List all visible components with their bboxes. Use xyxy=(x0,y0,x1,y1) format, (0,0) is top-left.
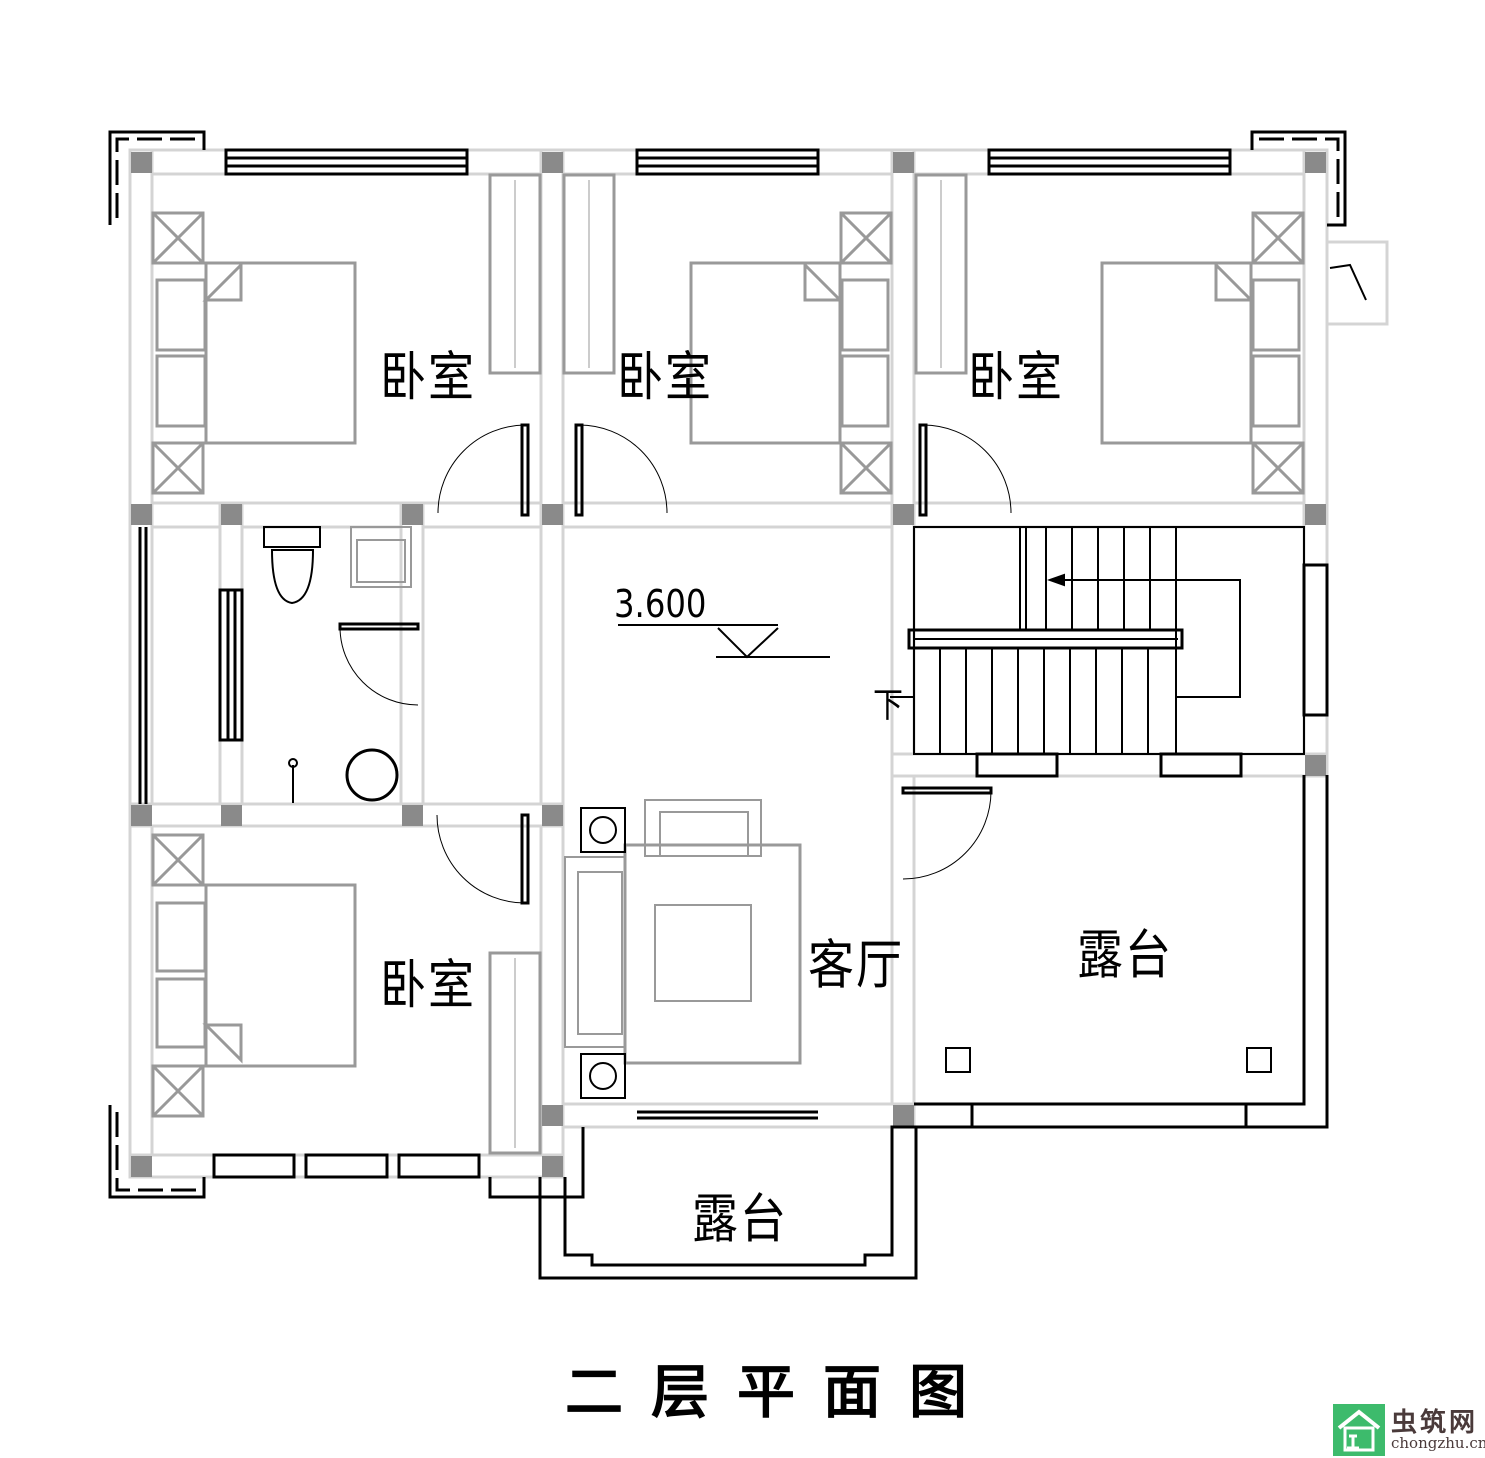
room-label-bedroom-3: 卧室 xyxy=(968,345,1064,408)
walls xyxy=(128,148,1389,1179)
elevation-label: 3.600 xyxy=(614,582,707,626)
room-label-bedroom-2: 卧室 xyxy=(617,345,713,408)
room-label-living-room: 客厅 xyxy=(808,933,904,996)
watermark-url: chongzhu.cn xyxy=(1391,1434,1485,1452)
watermark-logo: 虫筑网 chongzhu.cn xyxy=(1333,1404,1485,1456)
room-label-terrace-east: 露台 xyxy=(1077,923,1173,986)
furniture xyxy=(151,173,1305,1155)
doors xyxy=(338,423,1012,905)
columns xyxy=(131,152,1326,1177)
corner-details xyxy=(108,130,1367,1280)
windows xyxy=(138,148,1329,1179)
stair-direction-label: 下 xyxy=(873,685,905,727)
elevation-mark xyxy=(618,624,830,659)
drawing-title: 二层平面图 xyxy=(565,1358,996,1426)
stairs xyxy=(890,526,1305,755)
room-label-terrace-south: 露台 xyxy=(692,1187,788,1250)
house-icon xyxy=(1333,1404,1385,1456)
room-label-bedroom-4: 卧室 xyxy=(380,953,476,1016)
room-label-bedroom-1: 卧室 xyxy=(380,345,476,408)
watermark-name: 虫筑网 xyxy=(1391,1408,1479,1438)
